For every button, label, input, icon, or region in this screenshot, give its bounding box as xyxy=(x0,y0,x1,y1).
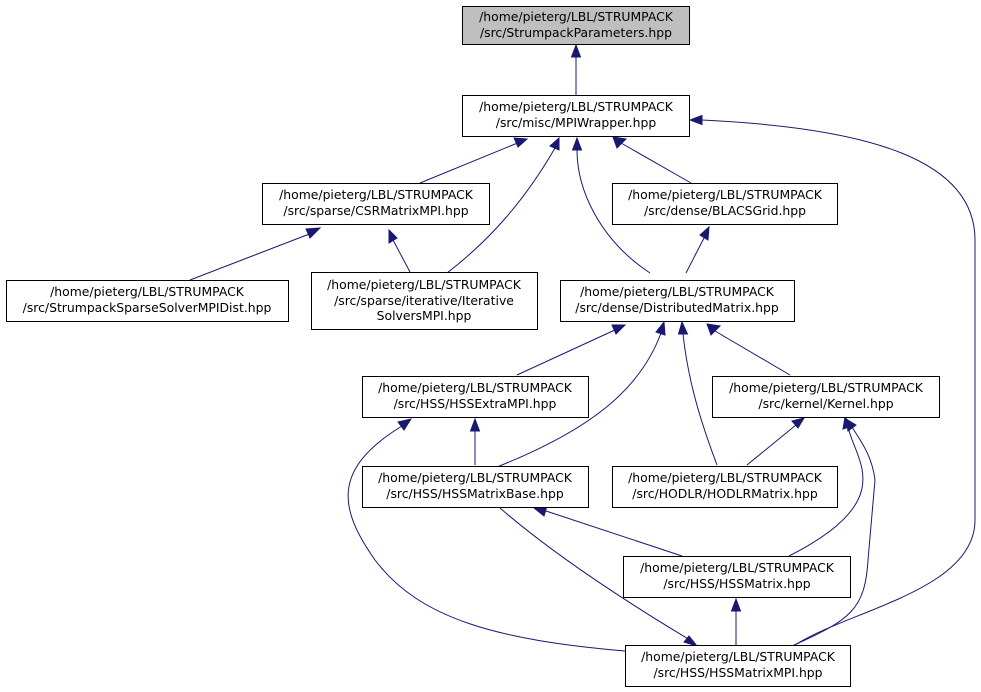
edge-hssmatrixbase-to-hssextrampi xyxy=(469,417,481,465)
node-mpi-wrapper[interactable]: /home/pieterg/LBL/STRUMPACK /src/misc/MP… xyxy=(462,95,690,137)
node-sparse-solver-mpi-dist[interactable]: /home/pieterg/LBL/STRUMPACK /src/Strumpa… xyxy=(6,280,289,322)
node-line-2: /src/HSS/HSSMatrixMPI.hpp xyxy=(653,665,822,680)
node-line-2: /src/StrumpackParameters.hpp xyxy=(480,25,672,40)
node-line-2: /src/StrumpackSparseSolverMPIDist.hpp xyxy=(23,300,272,315)
edge-sparsesolvermpidist-to-csrmatrixmpi xyxy=(189,227,322,281)
edge-hodlrmatrix-to-distributedmatrix xyxy=(677,320,718,466)
edge-distributedmatrix-to-blacsgrid xyxy=(685,225,710,274)
node-hodlr-matrix[interactable]: /home/pieterg/LBL/STRUMPACK /src/HODLR/H… xyxy=(612,466,838,508)
node-line-2: /src/sparse/CSRMatrixMPI.hpp xyxy=(283,203,468,218)
edge-hodlrmatrix-to-kernel xyxy=(746,417,806,466)
node-hss-extra-mpi[interactable]: /home/pieterg/LBL/STRUMPACK /src/HSS/HSS… xyxy=(362,376,589,418)
edges xyxy=(189,43,976,652)
node-line-1: /home/pieterg/LBL/STRUMPACK xyxy=(628,470,823,485)
node-line-2: /src/sparse/iterative/Iterative xyxy=(334,293,514,308)
node-line-1: /home/pieterg/LBL/STRUMPACK xyxy=(327,277,522,292)
edge-distributedmatrix-to-mpiwrapper xyxy=(571,136,651,274)
node-line-3: SolversMPI.hpp xyxy=(377,308,472,323)
node-line-2: /src/HSS/HSSExtraMPI.hpp xyxy=(394,396,557,411)
edge-hssmatrixmpi-to-hssmatrixbase xyxy=(499,507,699,647)
edge-hssmatrixmpi-to-kernel xyxy=(791,418,876,647)
node-line-2: /src/dense/DistributedMatrix.hpp xyxy=(575,300,779,315)
node-csr-matrix-mpi[interactable]: /home/pieterg/LBL/STRUMPACK /src/sparse/… xyxy=(262,183,490,225)
node-blacs-grid[interactable]: /home/pieterg/LBL/STRUMPACK /src/dense/B… xyxy=(612,183,838,225)
edge-hssmatrixmpi-to-hssmatrix xyxy=(730,597,742,645)
node-distributed-matrix[interactable]: /home/pieterg/LBL/STRUMPACK /src/dense/D… xyxy=(560,280,795,322)
node-strumpack-parameters: /home/pieterg/LBL/STRUMPACK /src/Strumpa… xyxy=(462,6,690,45)
node-line-1: /home/pieterg/LBL/STRUMPACK xyxy=(580,284,775,299)
node-line-2: /src/kernel/Kernel.hpp xyxy=(758,396,893,411)
edge-iterativesolversmpi-to-csrmatrixmpi xyxy=(388,228,411,273)
node-iterative-solvers-mpi[interactable]: /home/pieterg/LBL/STRUMPACK /src/sparse/… xyxy=(311,272,538,330)
node-line-1: /home/pieterg/LBL/STRUMPACK xyxy=(641,649,836,664)
node-line-1: /home/pieterg/LBL/STRUMPACK xyxy=(279,187,474,202)
edge-iterativesolversmpi-to-mpiwrapper xyxy=(446,136,560,274)
node-hss-matrix-base[interactable]: /home/pieterg/LBL/STRUMPACK /src/HSS/HSS… xyxy=(362,466,589,508)
node-line-1: /home/pieterg/LBL/STRUMPACK xyxy=(378,470,573,485)
node-line-1: /home/pieterg/LBL/STRUMPACK xyxy=(729,380,924,395)
edge-csrmatrixmpi-to-mpiwrapper xyxy=(419,137,529,184)
node-line-2: /src/HSS/HSSMatrixBase.hpp xyxy=(386,486,564,501)
node-line-1: /home/pieterg/LBL/STRUMPACK xyxy=(50,284,245,299)
edge-kernel-to-distributedmatrix xyxy=(706,323,791,376)
edge-hssmatrixbase-to-distributedmatrix xyxy=(496,320,666,468)
node-line-2: /src/HODLR/HODLRMatrix.hpp xyxy=(632,486,818,501)
node-line-2: /src/misc/MPIWrapper.hpp xyxy=(496,115,657,130)
node-line-1: /home/pieterg/LBL/STRUMPACK xyxy=(628,187,823,202)
node-line-1: /home/pieterg/LBL/STRUMPACK xyxy=(479,9,674,24)
edge-hssextrampi-to-distributedmatrix xyxy=(516,324,627,376)
node-hss-matrix-mpi[interactable]: /home/pieterg/LBL/STRUMPACK /src/HSS/HSS… xyxy=(625,645,851,687)
node-line-2: /src/HSS/HSSMatrix.hpp xyxy=(663,576,810,591)
edge-hssmatrixmpi-to-mpiwrapper xyxy=(688,114,976,646)
edge-hssmatrixmpi-to-hssextrampi xyxy=(347,418,626,652)
node-hss-matrix[interactable]: /home/pieterg/LBL/STRUMPACK /src/HSS/HSS… xyxy=(623,556,851,598)
node-line-1: /home/pieterg/LBL/STRUMPACK xyxy=(479,99,674,114)
edge-blacsgrid-to-mpiwrapper xyxy=(612,136,692,184)
edge-mpiwrapper-to-strumpackparameters xyxy=(570,43,582,95)
node-line-1: /home/pieterg/LBL/STRUMPACK xyxy=(378,380,573,395)
node-kernel[interactable]: /home/pieterg/LBL/STRUMPACK /src/kernel/… xyxy=(712,376,940,418)
node-line-1: /home/pieterg/LBL/STRUMPACK xyxy=(640,560,835,575)
edge-hssmatrix-to-hssmatrixbase xyxy=(532,505,683,557)
node-line-2: /src/dense/BLACSGrid.hpp xyxy=(644,203,806,218)
